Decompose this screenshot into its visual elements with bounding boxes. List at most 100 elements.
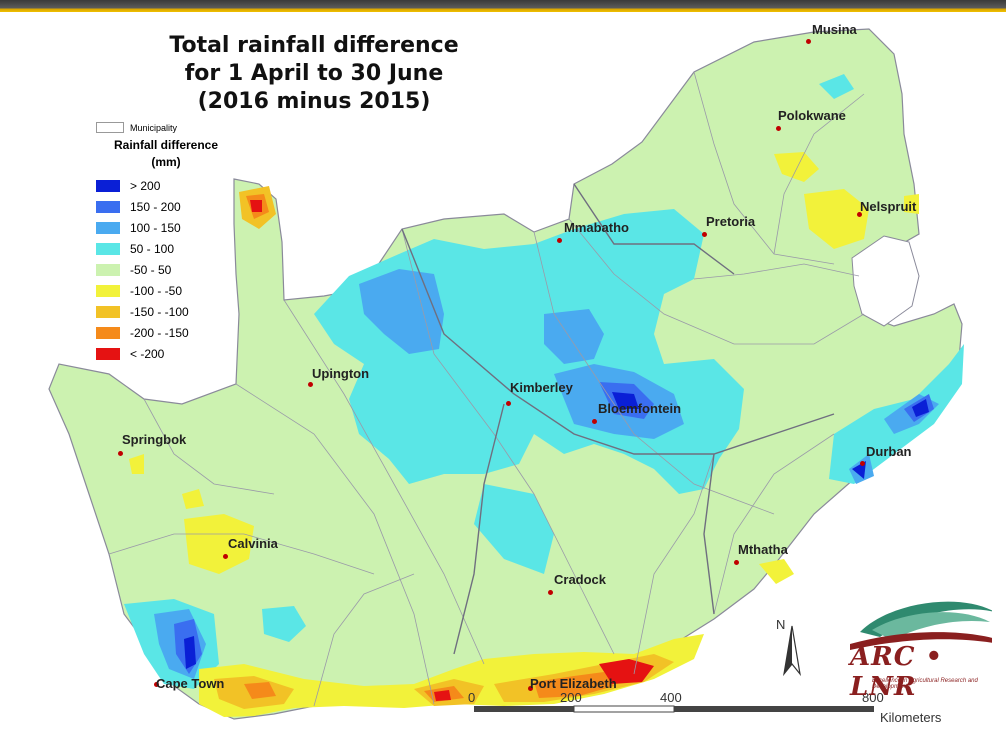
rain-region-darkblue [184,636,196,669]
city-label-springbok: Springbok [122,432,187,447]
rain-region-red [599,659,654,684]
city-label-bloemfontein: Bloemfontein [598,401,682,416]
rain-region-cyan [262,606,306,642]
legend-label: -100 - -50 [130,283,183,298]
rain-region-yellow [804,189,869,249]
legend-item: 100 - 150 [96,217,236,238]
legend-swatch [96,326,120,339]
arc-logo-text: ARC • LNR [850,642,944,702]
municipality-borders [108,71,865,707]
city-label-upington: Upington [312,366,370,381]
city-marker [592,419,597,424]
city-marker [118,451,123,456]
legend-label: 150 - 200 [130,199,181,214]
legend-item: -50 - 50 [96,259,236,280]
city-label-kimberley: Kimberley [510,380,573,395]
city-marker [860,461,865,466]
legend: Municipality Rainfall difference (mm) > … [96,122,236,364]
arc-logo-swoosh [850,601,992,650]
title-line-2: for 1 April to 30 June [184,61,444,86]
rain-region-yellow [774,152,819,182]
legend-swatch [96,221,120,234]
legend-item: -100 - -50 [96,280,236,301]
rain-region-darkblue [612,392,639,409]
rain-region-darkorange [534,672,614,698]
legend-swatch [96,242,120,255]
city-label-cradock: Cradock [554,572,607,587]
north-arrow [783,625,801,677]
map-title: Total rainfall difference for 1 April to… [134,32,494,116]
legend-header-2: (mm) [151,155,181,169]
legend-swatch [96,200,120,213]
scale-tick-800: 800 [862,690,884,705]
city-marker [776,126,781,131]
legend-swatch [96,179,120,192]
legend-label: < -200 [130,346,165,361]
lesotho-region [851,235,920,327]
legend-item: < -200 [96,343,236,364]
map-area: Total rainfall difference for 1 April to… [14,14,992,740]
rain-region-red [434,690,451,701]
legend-label: -200 - -150 [130,325,189,340]
city-marker [806,39,811,44]
city-label-mthatha: Mthatha [738,542,788,557]
scale-bar [474,705,874,713]
rain-region-yellow [184,514,254,574]
legend-item: -150 - -100 [96,301,236,322]
legend-municipality: Municipality [96,122,236,133]
legend-header-1: Rainfall difference [113,138,219,152]
title-line-1: Total rainfall difference [169,33,459,58]
legend-swatch [96,284,120,297]
scale-tick-400: 400 [660,690,682,705]
legend-swatch [96,347,120,360]
municipality-swatch [96,122,124,133]
city-marker [557,238,562,243]
city-label-mmabatho: Mmabatho [564,220,629,235]
map-svg [14,14,992,740]
city-label-nelspruit: Nelspruit [860,199,917,214]
city-marker [528,686,533,691]
city-marker [548,590,553,595]
city-marker [857,212,862,217]
city-marker [154,682,159,687]
rain-region-red [250,200,262,212]
city-label-durban: Durban [866,444,912,459]
legend-item: -200 - -150 [96,322,236,343]
scale-tick-200: 200 [560,690,582,705]
province-borders [401,183,835,655]
rain-region-lightblue [544,309,604,364]
legend-label: 100 - 150 [130,220,181,235]
legend-label: > 200 [130,178,161,193]
title-line-3: (2016 minus 2015) [197,89,431,114]
legend-item: 150 - 200 [96,196,236,217]
rain-region-darkblue [912,399,929,417]
north-label: N [776,617,786,632]
legend-swatch [96,305,120,318]
city-label-polokwane: Polokwane [778,108,846,123]
arc-logo-subtitle: Excellence in Agricultural Research and … [872,678,978,690]
legend-items: > 200 150 - 200 100 - 150 50 - 100 -50 - 50 -… [96,175,236,364]
city-marker [223,554,228,559]
legend-item: 50 - 100 [96,238,236,259]
city-label-cape-town: Cape Town [156,676,225,691]
city-label-musina: Musina [812,22,857,37]
rain-region-yellow [182,489,204,509]
rain-region-yellow [129,454,144,474]
rain-region-cyan [819,74,854,99]
city-marker [734,560,739,565]
legend-label: -150 - -100 [130,304,189,319]
city-label-calvinia: Calvinia [228,536,278,551]
legend-item: > 200 [96,175,236,196]
rain-region-yellow [759,559,794,584]
scale-tick-0: 0 [468,690,476,705]
city-label-port-elizabeth: Port Elizabeth [530,676,617,691]
legend-label: -50 - 50 [130,262,172,277]
rain-region-cyan [474,484,554,574]
legend-label: 50 - 100 [130,241,175,256]
city-marker [506,401,511,406]
city-marker [702,232,707,237]
rain-region-yellow [904,194,919,214]
rain-region-darkorange [244,682,276,699]
scale-unit: Kilometers [880,710,942,725]
